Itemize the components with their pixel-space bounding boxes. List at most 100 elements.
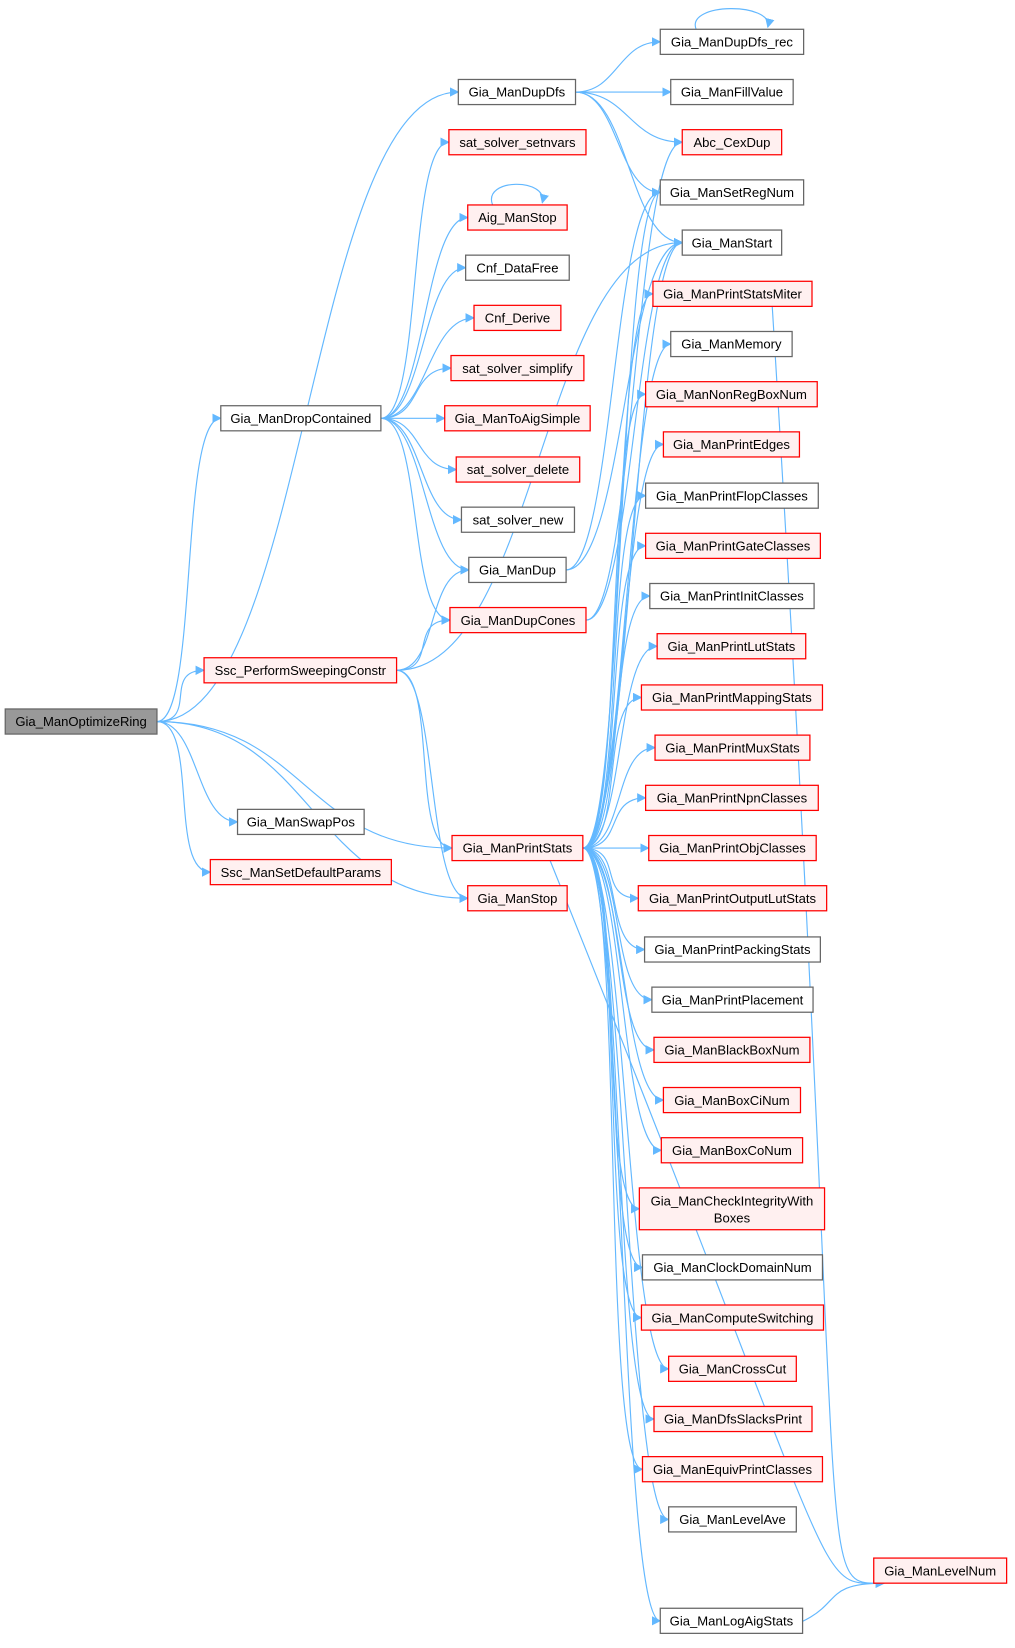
node-box	[220, 405, 382, 432]
node-satNew[interactable]: sat_solver_new	[460, 506, 576, 533]
edge-optimizeRing-to-sscDefault	[156, 720, 212, 877]
node-manDup[interactable]: Gia_ManDup	[468, 556, 567, 584]
node-box	[468, 556, 567, 584]
node-clockDomainNum[interactable]: Gia_ManClockDomainNum	[641, 1254, 824, 1281]
node-toAigSimple[interactable]: Gia_ManToAigSimple	[444, 405, 591, 432]
edge-sscPerform-to-printStats	[396, 669, 453, 853]
node-nonRegBoxNum[interactable]: Gia_ManNonRegBoxNum	[644, 381, 818, 408]
edge-printStats-to-nonRegBoxNum	[582, 389, 647, 849]
node-label: Gia_ManDupDfs	[469, 85, 566, 100]
node-memory[interactable]: Gia_ManMemory	[670, 330, 793, 358]
node-label: Cnf_DataFree	[476, 260, 558, 275]
node-aigManStop[interactable]: Aig_ManStop	[467, 204, 568, 231]
node-dupCones[interactable]: Gia_ManDupCones	[449, 606, 587, 634]
node-label: Gia_ManEquivPrintClasses	[653, 1462, 813, 1477]
node-printObjClasses[interactable]: Gia_ManPrintObjClasses	[648, 834, 817, 862]
node-box	[659, 1607, 804, 1634]
node-box	[681, 229, 783, 256]
node-label: Gia_ManClockDomainNum	[653, 1260, 811, 1275]
node-box	[681, 129, 783, 156]
edge-printStats-to-computeSwitching	[582, 847, 643, 1323]
node-box	[640, 1304, 825, 1331]
edge-printStats-to-printNpnClasses	[582, 793, 647, 849]
node-box	[652, 280, 813, 308]
node-label: sat_solver_new	[473, 512, 564, 527]
node-box	[660, 1137, 804, 1164]
node-fillValue[interactable]: Gia_ManFillValue	[670, 78, 794, 106]
node-label: Gia_ManToAigSimple	[455, 411, 581, 426]
node-satDelete[interactable]: sat_solver_delete	[455, 456, 581, 483]
node-sscDefault[interactable]: Ssc_ManSetDefaultParams	[209, 858, 392, 886]
edge-manDup-to-setRegNum	[566, 187, 662, 571]
node-printPlacement[interactable]: Gia_ManPrintPlacement	[651, 986, 814, 1013]
node-printEdges[interactable]: Gia_ManPrintEdges	[662, 431, 801, 458]
node-manStart[interactable]: Gia_ManStart	[681, 229, 783, 256]
node-box	[641, 1254, 824, 1281]
edge-printStats-to-boxCiNum	[582, 847, 665, 1105]
node-printLutStats[interactable]: Gia_ManPrintLutStats	[656, 633, 807, 660]
node-dupDfsRec[interactable]: Gia_ManDupDfs_rec	[659, 28, 805, 56]
node-swapPos[interactable]: Gia_ManSwapPos	[236, 808, 365, 836]
node-printStats[interactable]: Gia_ManPrintStats	[451, 834, 584, 862]
edge-dropContained-to-dupCones	[380, 417, 451, 625]
node-sscPerform[interactable]: Ssc_PerformSweepingConstr	[203, 657, 398, 684]
node-levelAve[interactable]: Gia_ManLevelAve	[668, 1506, 797, 1533]
node-logAigStats[interactable]: Gia_ManLogAigStats	[659, 1607, 804, 1634]
node-printPackingStats[interactable]: Gia_ManPrintPackingStats	[643, 936, 821, 963]
edge-printStats-to-logAigStats	[582, 847, 662, 1626]
edge-dupDfs-to-cexDup	[575, 91, 684, 147]
node-cnfDataFree[interactable]: Cnf_DataFree	[465, 254, 570, 281]
edge-sscPerform-to-manStop	[396, 669, 469, 903]
edge-dropContained-to-manDup	[380, 417, 470, 575]
node-label: Gia_ManDupDfs_rec	[671, 35, 793, 50]
node-label: Gia_ManPrintNpnClasses	[657, 791, 808, 806]
node-printMappingStats[interactable]: Gia_ManPrintMappingStats	[640, 684, 824, 711]
node-crossCut[interactable]: Gia_ManCrossCut	[668, 1355, 797, 1382]
edge-optimizeRing-to-printStats	[156, 720, 453, 853]
node-dropContained[interactable]: Gia_ManDropContained	[220, 405, 382, 432]
node-printGateClasses[interactable]: Gia_ManPrintGateClasses	[644, 532, 821, 560]
node-printInitClasses[interactable]: Gia_ManPrintInitClasses	[649, 582, 815, 610]
node-blackBoxNum[interactable]: Gia_ManBlackBoxNum	[653, 1036, 811, 1064]
node-printFlopClasses[interactable]: Gia_ManPrintFlopClasses	[644, 482, 819, 509]
node-label: Gia_ManComputeSwitching	[651, 1310, 813, 1325]
node-printOutputLutStats[interactable]: Gia_ManPrintOutputLutStats	[637, 885, 828, 912]
node-dupDfs[interactable]: Gia_ManDupDfs	[457, 78, 577, 106]
node-box	[640, 684, 824, 711]
node-box	[637, 885, 828, 912]
node-satSimplify[interactable]: sat_solver_simplify	[450, 354, 585, 382]
node-dfsSlacksPrint[interactable]: Gia_ManDfsSlacksPrint	[653, 1405, 813, 1433]
node-label: Gia_ManPrintMuxStats	[665, 740, 800, 755]
node-box	[450, 354, 585, 382]
node-label: sat_solver_simplify	[462, 361, 573, 376]
node-label: Gia_ManPrintPackingStats	[654, 942, 811, 957]
node-computeSwitching[interactable]: Gia_ManComputeSwitching	[640, 1304, 825, 1331]
node-boxCiNum[interactable]: Gia_ManBoxCiNum	[662, 1086, 802, 1114]
node-levelNum[interactable]: Gia_ManLevelNum	[873, 1557, 1008, 1584]
node-printNpnClasses[interactable]: Gia_ManPrintNpnClasses	[644, 784, 819, 812]
node-label: Gia_ManLevelNum	[884, 1563, 996, 1578]
node-label: Gia_ManCrossCut	[679, 1362, 787, 1377]
node-boxCoNum[interactable]: Gia_ManBoxCoNum	[660, 1137, 804, 1164]
node-cnfDerive[interactable]: Cnf_Derive	[473, 304, 562, 332]
edge-dropContained-to-aigManStop	[380, 212, 469, 419]
node-label: Gia_ManPrintOutputLutStats	[649, 891, 817, 906]
node-box	[448, 129, 587, 156]
node-label: Gia_ManSwapPos	[247, 815, 356, 830]
edge-printStats-to-printLutStats	[582, 641, 659, 849]
node-optimizeRing[interactable]: Gia_ManOptimizeRing	[4, 708, 158, 735]
node-satSetnvars[interactable]: sat_solver_setnvars	[448, 129, 587, 156]
node-cexDup[interactable]: Abc_CexDup	[681, 129, 783, 156]
node-label: Gia_ManBoxCoNum	[672, 1143, 792, 1158]
node-label: Gia_ManPrintMappingStats	[652, 690, 812, 705]
node-printStatsMiter[interactable]: Gia_ManPrintStatsMiter	[652, 280, 813, 308]
node-label: Ssc_ManSetDefaultParams	[221, 865, 382, 880]
node-setRegNum[interactable]: Gia_ManSetRegNum	[659, 179, 805, 206]
node-manStop[interactable]: Gia_ManStop	[467, 885, 568, 912]
edge-printStats-to-printOutputLutStats	[582, 847, 640, 903]
node-equivPrintClasses[interactable]: Gia_ManEquivPrintClasses	[641, 1456, 824, 1483]
node-box	[451, 834, 584, 862]
node-box	[659, 179, 805, 206]
node-printMuxStats[interactable]: Gia_ManPrintMuxStats	[654, 734, 811, 761]
